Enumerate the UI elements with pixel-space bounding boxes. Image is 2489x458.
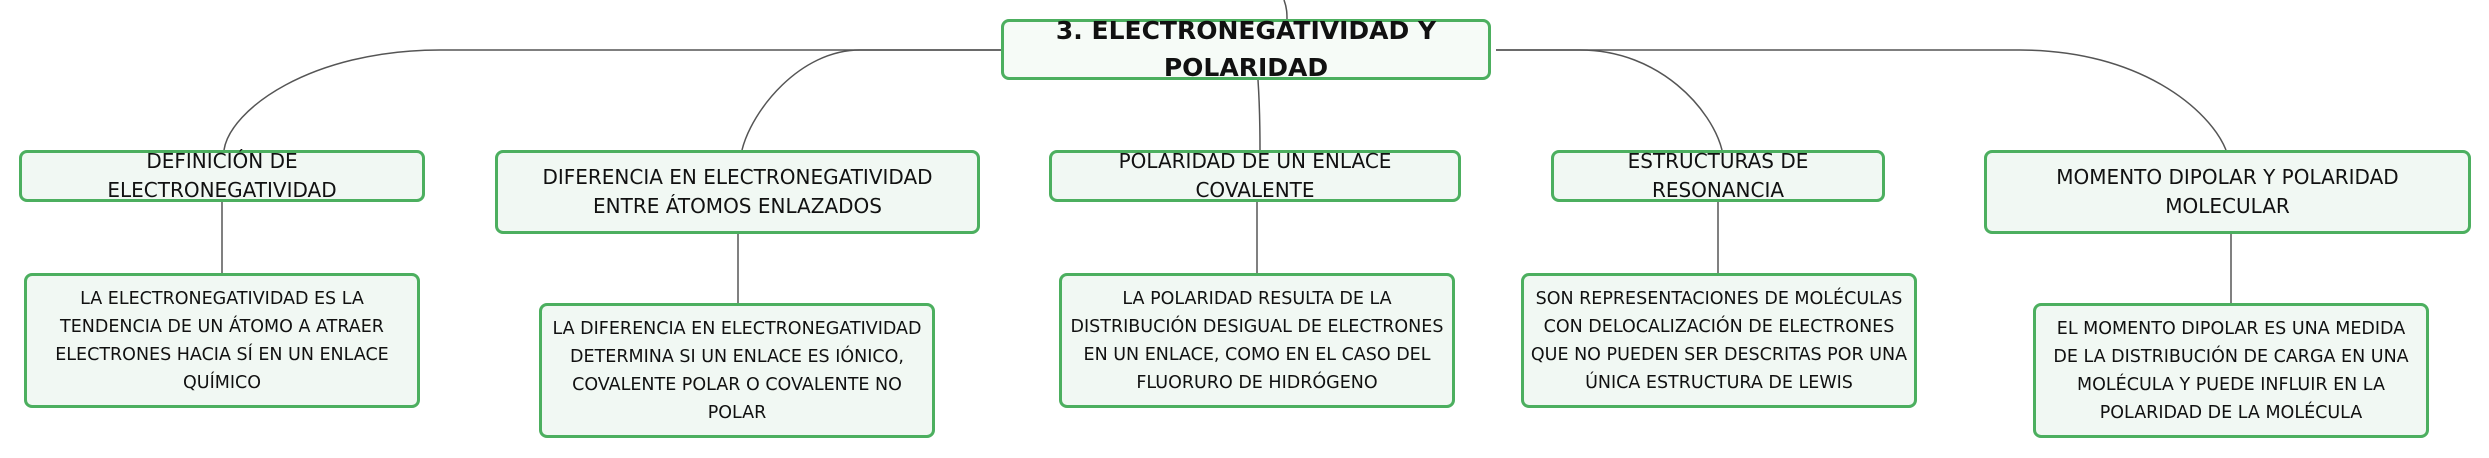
detail-node-text: LA DIFERENCIA EN ELECTRONEGATIVIDAD DETE… [552, 318, 922, 423]
root-node[interactable]: 3. ELECTRONEGATIVIDAD Y POLARIDAD [1001, 16, 1491, 82]
detail-node-electronegativity-difference[interactable]: LA DIFERENCIA EN ELECTRONEGATIVIDAD DETE… [539, 303, 935, 438]
detail-node-electronegativity-definition[interactable]: LA ELECTRONEGATIVIDAD ES LA TENDENCIA DE… [24, 273, 420, 408]
detail-node-text: LA ELECTRONEGATIVIDAD ES LA TENDENCIA DE… [55, 288, 389, 393]
detail-node-dipole-moment[interactable]: EL MOMENTO DIPOLAR ES UNA MEDIDA DE LA D… [2033, 303, 2429, 438]
connector-root-topic-1 [223, 49, 1006, 151]
topic-node-label: POLARIDAD DE UN ENLACE COVALENTE [1118, 149, 1392, 202]
topic-node-label: ESTRUCTURAS DE RESONANCIA [1627, 149, 1809, 202]
detail-node-text: SON REPRESENTACIONES DE MOLÉCULAS CON DE… [1530, 288, 1908, 393]
detail-node-resonance-structures[interactable]: SON REPRESENTACIONES DE MOLÉCULAS CON DE… [1521, 273, 1917, 408]
detail-node-text: LA POLARIDAD RESULTA DE LA DISTRIBUCIÓN … [1070, 288, 1444, 393]
topic-node-label: DEFINICIÓN DE ELECTRONEGATIVIDAD [107, 149, 337, 202]
connector-root-parent [1283, 0, 1288, 21]
connector-root-topic-3 [1257, 79, 1261, 151]
topic-node-resonance-structures[interactable]: ESTRUCTURAS DE RESONANCIA [1551, 149, 1885, 202]
detail-node-covalent-bond-polarity[interactable]: LA POLARIDAD RESULTA DE LA DISTRIBUCIÓN … [1059, 273, 1455, 408]
topic-node-electronegativity-difference[interactable]: DIFERENCIA EN ELECTRONEGATIVIDAD ENTRE Á… [495, 150, 980, 234]
topic-node-dipole-moment[interactable]: MOMENTO DIPOLAR Y POLARIDAD MOLECULAR [1984, 150, 2471, 234]
root-node-label: 3. ELECTRONEGATIVIDAD Y POLARIDAD [1055, 16, 1437, 82]
connector-root-topic-2 [741, 49, 1006, 151]
connector-root-topic-4 [1496, 49, 1723, 151]
topic-node-covalent-bond-polarity[interactable]: POLARIDAD DE UN ENLACE COVALENTE [1049, 149, 1461, 202]
detail-node-text: EL MOMENTO DIPOLAR ES UNA MEDIDA DE LA D… [2053, 318, 2409, 423]
topic-node-label: DIFERENCIA EN ELECTRONEGATIVIDAD ENTRE Á… [542, 165, 933, 218]
connector-root-topic-5 [1496, 49, 2227, 151]
topic-node-label: MOMENTO DIPOLAR Y POLARIDAD MOLECULAR [2056, 165, 2399, 218]
topic-node-electronegativity-definition[interactable]: DEFINICIÓN DE ELECTRONEGATIVIDAD [19, 149, 425, 202]
